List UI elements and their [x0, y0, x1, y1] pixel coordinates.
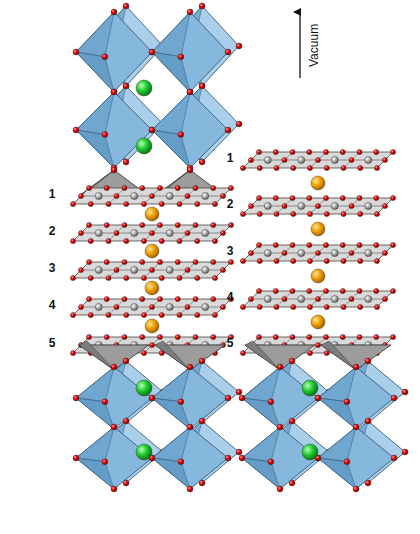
layer-number: 4	[49, 299, 56, 311]
layer-number: 5	[49, 337, 56, 349]
vacuum-label: Vacuum	[308, 23, 320, 66]
layer-number: 1	[227, 152, 234, 164]
layer-number: 2	[227, 198, 234, 210]
vacuum-arrow	[299, 12, 300, 78]
layer-number: 2	[49, 225, 56, 237]
layer-number: 1	[49, 188, 56, 200]
layer-number: 5	[227, 337, 234, 349]
layer-number: 4	[227, 291, 234, 303]
layer-number: 3	[49, 262, 56, 274]
layer-number: 3	[227, 245, 234, 257]
